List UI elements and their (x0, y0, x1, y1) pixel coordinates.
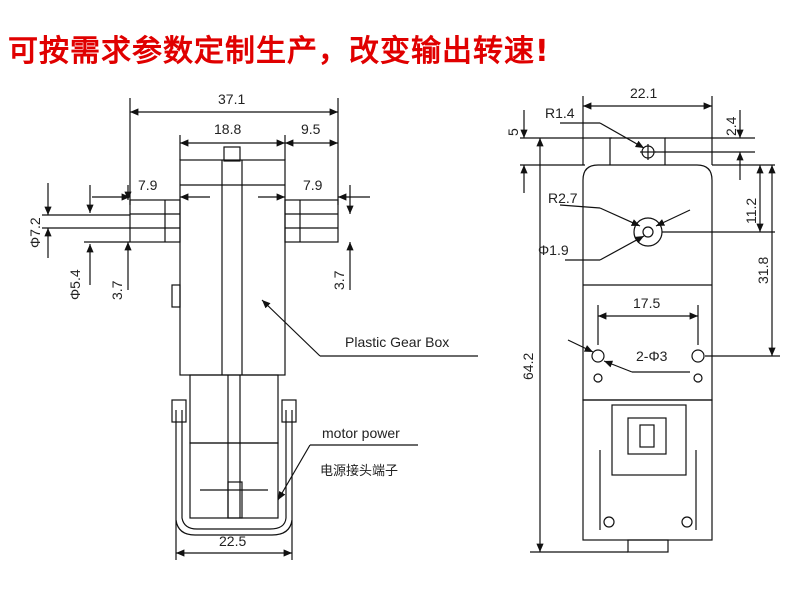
dim-bottom-width: 22.5 (219, 533, 246, 549)
side-view (42, 98, 478, 560)
dim-318: 31.8 (755, 257, 771, 284)
dim-r27: R2.7 (548, 190, 578, 206)
dim-left-shaft: 7.9 (138, 177, 158, 193)
custom-production-banner: 可按需求参数定制生产，改变输出转速! (8, 34, 550, 69)
dim-24: 2.4 (723, 116, 739, 136)
dim-175: 17.5 (633, 295, 660, 311)
dim-right-offset: 9.5 (301, 121, 321, 137)
dim-phi-inner: Φ5.4 (67, 269, 83, 300)
dim-112: 11.2 (743, 198, 759, 224)
dim-mount-holes: 2-Φ3 (636, 348, 668, 364)
dim-top-width: 22.1 (630, 85, 657, 101)
motor-power-label: motor power (322, 425, 400, 441)
dim-phi19: Φ1.9 (538, 242, 569, 258)
terminal-label-cn: 电源接头端子 (320, 463, 398, 479)
dim-right-flat: 3.7 (331, 270, 347, 290)
dim-5: 5 (505, 128, 521, 136)
dim-total-width: 37.1 (218, 91, 245, 107)
front-view (520, 96, 780, 553)
dim-right-shaft: 7.9 (303, 177, 323, 193)
gearbox-label: Plastic Gear Box (345, 334, 449, 350)
dim-body-width: 18.8 (214, 121, 241, 137)
dim-r14: R1.4 (545, 105, 575, 121)
dim-left-flat: 3.7 (109, 280, 125, 300)
dim-642: 64.2 (520, 353, 536, 380)
dim-phi-outer: Φ7.2 (27, 217, 43, 248)
